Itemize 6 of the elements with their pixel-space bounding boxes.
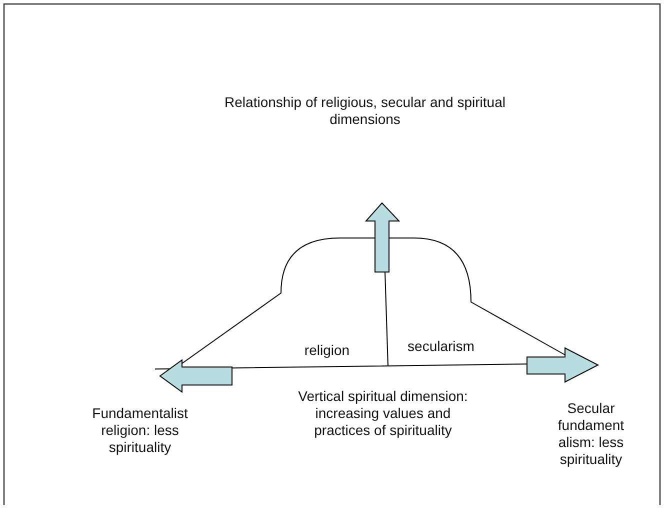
- caption-text: Vertical spiritual dimension: increasing values and practices of spirituality: [297, 388, 469, 439]
- caption-text: Fundamentalist religion: less spirituality: [91, 405, 189, 456]
- diagram-title: Relationship of religious, secular and spiritual dimensions: [224, 94, 506, 128]
- caption-text: Secular fundament alism: less spirituality: [556, 400, 626, 468]
- region-label: secularism: [406, 338, 476, 355]
- region-label: religion: [303, 342, 351, 359]
